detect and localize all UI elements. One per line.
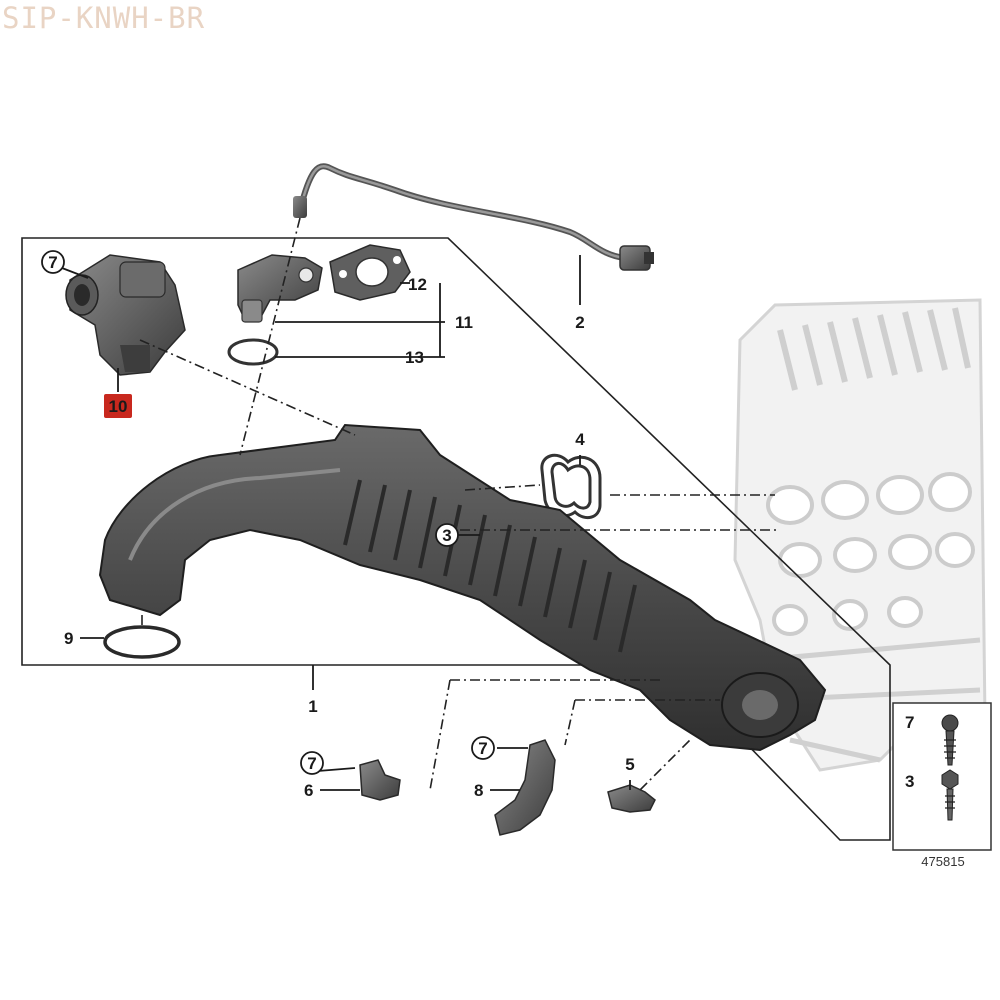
o-ring-part-13 <box>227 338 279 366</box>
assembly-frame <box>21 237 891 841</box>
callout-2: 2 <box>575 313 584 332</box>
callout-7-b: 7 <box>307 754 316 773</box>
callout-12: 12 <box>408 275 427 294</box>
intake-manifold-part <box>98 423 827 752</box>
gasket-part-12 <box>329 244 411 301</box>
bracket-part-8 <box>494 739 556 836</box>
sensor-part <box>237 254 323 323</box>
diagram-number: 475815 <box>921 854 964 869</box>
legend-label-3: 3 <box>905 772 914 791</box>
callout-10-highlight <box>104 394 132 418</box>
callout-10: 10 <box>109 397 128 416</box>
o-ring-part-9 <box>103 625 181 659</box>
callout-9: 9 <box>64 629 73 648</box>
cam-cover-ribs <box>777 307 971 391</box>
callout-6: 6 <box>304 781 313 800</box>
callout-7-c: 7 <box>478 739 487 758</box>
watermark-text: SIP-KNWH-BR <box>2 1 206 35</box>
callouts: 7 10 12 11 13 2 4 3 9 1 7 6 7 8 5 <box>41 250 635 800</box>
callout-13: 13 <box>405 348 424 367</box>
intake-ports <box>766 472 975 636</box>
clip-part-6 <box>359 759 401 801</box>
manifold-ribs <box>343 479 637 653</box>
engine-block-image <box>733 298 987 772</box>
callout-3: 3 <box>442 526 451 545</box>
fastener-legend: 7 3 <box>892 702 992 851</box>
callout-11: 11 <box>455 313 473 332</box>
callout-4: 4 <box>575 430 585 449</box>
callout-8: 8 <box>474 781 483 800</box>
callout-7-a: 7 <box>48 253 57 272</box>
callout-5: 5 <box>625 755 634 774</box>
holder-part-5 <box>607 784 656 813</box>
assembly-lines <box>139 217 780 791</box>
hex-bolt-icon <box>941 769 959 821</box>
leader-lines <box>61 255 631 791</box>
callout-1: 1 <box>308 697 317 716</box>
torx-screw-icon <box>941 714 959 766</box>
legend-label-7: 7 <box>905 713 914 732</box>
egr-valve-part <box>65 254 186 376</box>
sensor-wire <box>293 163 654 271</box>
